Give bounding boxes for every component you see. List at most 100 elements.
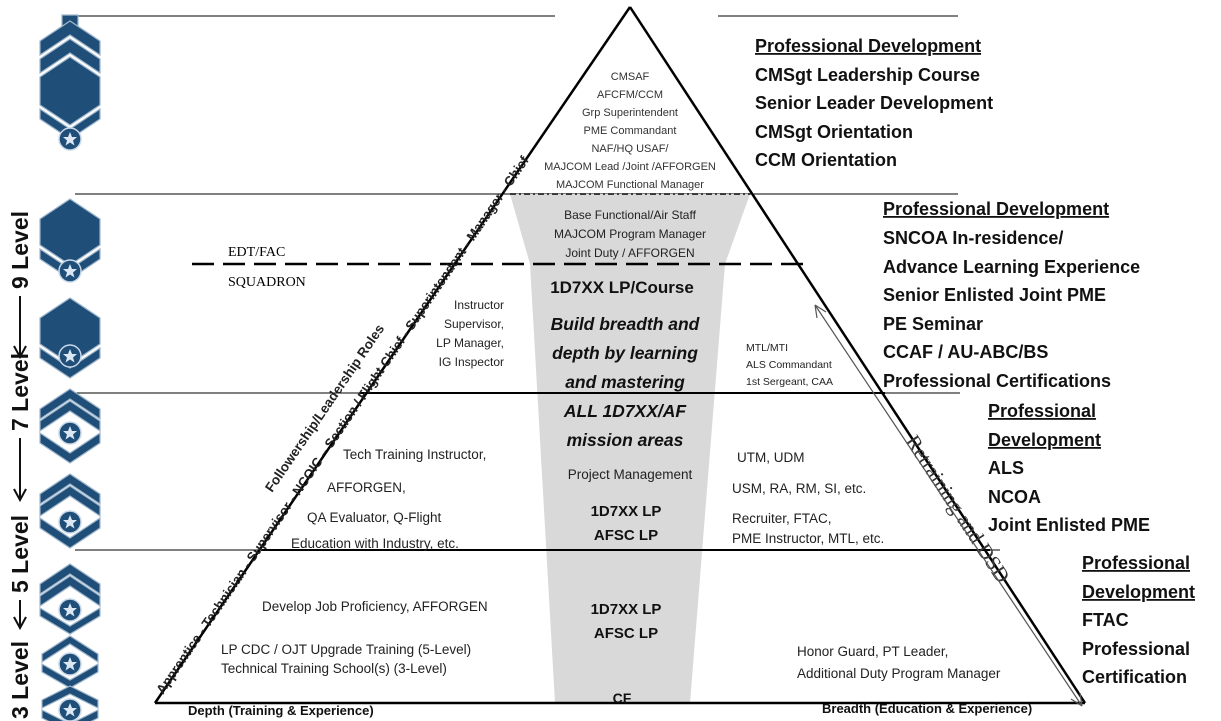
squadron-label: SQUADRON xyxy=(228,275,306,290)
arrow-5-to-7-icon xyxy=(13,438,27,503)
pd-heading: Professional xyxy=(1082,553,1190,573)
pyramid-outline xyxy=(153,6,1087,705)
level-9-label: 9 Level xyxy=(7,211,33,289)
mid-afsc: AFSC LP xyxy=(594,527,658,544)
pd-block-4: Professional Development FTAC Profession… xyxy=(1082,553,1195,687)
right-role: USM, RA, RM, SI, etc. xyxy=(732,481,866,496)
insignia-column xyxy=(39,14,101,721)
pd-item: FTAC xyxy=(1082,610,1129,630)
depth-axis-label: Depth (Training & Experience) xyxy=(188,703,374,718)
right-role: Recruiter, FTAC, xyxy=(732,511,832,526)
upper-box-role: Joint Duty / AFFORGEN xyxy=(565,246,694,260)
pd-block-2: Professional Development SNCOA In-reside… xyxy=(883,199,1140,391)
a1c-chevron-icon xyxy=(41,635,99,689)
left-role: Tech Training Instructor, xyxy=(343,447,486,462)
amn-chevron-icon xyxy=(41,685,99,721)
upper-box-role: Base Functional/Air Staff xyxy=(564,208,697,222)
right-role: MTL/MTI xyxy=(746,342,788,354)
low-lp: 1D7XX LP xyxy=(591,601,662,618)
pd-item: CCM Orientation xyxy=(755,150,897,170)
pd-heading: Development xyxy=(1082,582,1195,602)
pd-item: Senior Enlisted Joint PME xyxy=(883,285,1106,305)
right-role: UTM, UDM xyxy=(737,450,805,465)
pd-block-3: Professional Development ALS NCOA Joint … xyxy=(988,401,1150,535)
sra-chevron-icon xyxy=(39,563,101,635)
cmsgt-chevron-icon xyxy=(39,14,101,151)
left-role: Technical Training School(s) (3-Level) xyxy=(221,661,447,676)
right-roles-band7: MTL/MTI ALS Commandant 1st Sergeant, CAA xyxy=(746,342,833,388)
apex-role-list: CMSAF AFCFM/CCM Grp Superintendent PME C… xyxy=(544,71,716,191)
pd-heading: Development xyxy=(988,430,1101,450)
right-role: Additional Duty Program Manager xyxy=(797,666,1001,681)
left-roles-band7: Instructor Supervisor, LP Manager, IG In… xyxy=(436,298,504,369)
pd-item: SNCOA In-residence/ xyxy=(883,228,1063,248)
build-line: mission areas xyxy=(567,430,684,450)
mid-lp: 1D7XX LP xyxy=(591,503,662,520)
level-3-label: 3 Level xyxy=(7,641,33,719)
upper-box-role: MAJCOM Program Manager xyxy=(554,227,706,241)
pd-item: Advance Learning Experience xyxy=(883,257,1140,277)
pd-item: Professional xyxy=(1082,639,1190,659)
apex-role: Grp Superintendent xyxy=(582,107,678,119)
pd-block-1: Professional Development CMSgt Leadershi… xyxy=(755,36,993,170)
smsgt-chevron-icon xyxy=(39,198,101,283)
retraining-label: Retraining and DSD xyxy=(901,431,1015,588)
left-role: Develop Job Proficiency, AFFORGEN xyxy=(262,599,488,614)
breadth-axis-label: Breadth (Education & Experience) xyxy=(822,701,1032,716)
apex-role: NAF/HQ USAF/ xyxy=(591,143,669,155)
level-7-label: 7 Level xyxy=(7,353,33,431)
tsgt-chevron-icon xyxy=(39,388,101,464)
msgt-chevron-icon xyxy=(39,297,101,379)
pd-heading: Professional Development xyxy=(755,36,981,56)
build-line: ALL 1D7XX/AF xyxy=(563,401,688,421)
left-role: AFFORGEN, xyxy=(327,480,406,495)
left-role: Education with Industry, etc. xyxy=(291,536,459,551)
pd-item: Senior Leader Development xyxy=(755,93,993,113)
right-roles-band3: Honor Guard, PT Leader, Additional Duty … xyxy=(797,644,1001,681)
apex-role: MAJCOM Functional Manager xyxy=(556,179,704,191)
followership-label: Followership/Leadership Roles xyxy=(262,322,387,495)
left-role: LP Manager, xyxy=(436,336,504,350)
pd-item: Certification xyxy=(1082,667,1187,687)
center-funnel xyxy=(510,194,750,703)
apex-role: MAJCOM Lead /Joint /AFFORGEN xyxy=(544,161,716,173)
pd-item: PE Seminar xyxy=(883,314,983,334)
apex-role: PME Commandant xyxy=(584,125,677,137)
right-role: PME Instructor, MTL, etc. xyxy=(732,531,884,546)
left-role: Instructor xyxy=(454,298,504,312)
ssgt-chevron-icon xyxy=(39,473,101,549)
right-role: ALS Commandant xyxy=(746,359,832,371)
arrow-3-to-5-icon xyxy=(13,600,27,631)
pd-item: CMSgt Orientation xyxy=(755,122,913,142)
level-5-label: 5 Level xyxy=(7,515,33,593)
project-management: Project Management xyxy=(568,467,693,482)
lp-course-title: 1D7XX LP/Course xyxy=(550,278,694,297)
edt-fac-label: EDT/FAC xyxy=(228,245,285,260)
center-contents: 1D7XX LP/Course Build breadth and depth … xyxy=(550,278,699,706)
pd-heading: Professional xyxy=(988,401,1096,421)
apex-role: AFCFM/CCM xyxy=(597,89,663,101)
left-role: Supervisor, xyxy=(444,317,504,331)
pd-item: Professional Certifications xyxy=(883,371,1111,391)
level-labels: 9 Level 7 Level 5 Level 3 Level xyxy=(7,211,33,719)
cf-label: CF xyxy=(613,690,632,706)
right-role: 1st Sergeant, CAA xyxy=(746,376,833,388)
arrow-7-to-9-icon xyxy=(13,296,27,360)
low-afsc: AFSC LP xyxy=(594,625,658,642)
pd-item: CMSgt Leadership Course xyxy=(755,65,980,85)
retraining-arrow xyxy=(814,304,1083,707)
build-line: Build breadth and xyxy=(551,314,700,334)
left-roles-band5: Tech Training Instructor, AFFORGEN, QA E… xyxy=(291,447,486,551)
right-roles-band5: UTM, UDM USM, RA, RM, SI, etc. Recruiter… xyxy=(732,450,884,546)
left-slope-ranks: Apprentice - Technician - Supervisor - N… xyxy=(153,153,532,697)
left-role: IG Inspector xyxy=(439,355,504,369)
build-line: depth by learning xyxy=(552,343,698,363)
left-role: LP CDC / OJT Upgrade Training (5-Level) xyxy=(221,642,471,657)
pd-item: ALS xyxy=(988,458,1024,478)
upper-box-roles: Base Functional/Air Staff MAJCOM Program… xyxy=(554,208,706,260)
left-roles-band3: Develop Job Proficiency, AFFORGEN LP CDC… xyxy=(221,599,488,676)
pd-item: NCOA xyxy=(988,487,1041,507)
right-role: Honor Guard, PT Leader, xyxy=(797,644,948,659)
apex-role: CMSAF xyxy=(611,71,650,83)
